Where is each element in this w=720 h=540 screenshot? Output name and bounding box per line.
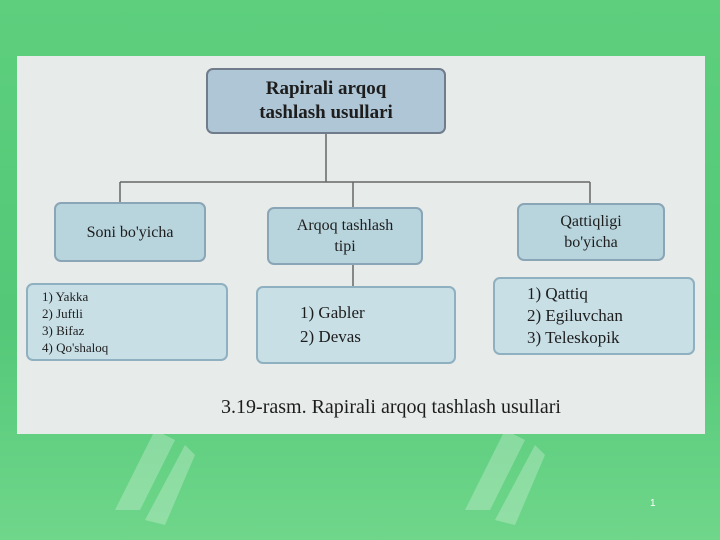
list-item: 3) Bifaz [42, 323, 85, 338]
list-item: 3) Teleskopik [527, 328, 620, 347]
root-node: Rapirali arqoq tashlash usullari [206, 68, 446, 134]
list-node-type: 1) Gabler 2) Devas [256, 286, 456, 364]
list-item: 1) Yakka [42, 289, 89, 304]
figure-panel: Rapirali arqoq tashlash usullari Soni bo… [17, 56, 705, 434]
root-title-line2: tashlash usullari [259, 102, 393, 123]
category-node-count: Soni bo'yicha [54, 202, 206, 262]
list-node-count: 1) Yakka 2) Juftli 3) Bifaz 4) Qo'shaloq [26, 283, 228, 361]
list-node-rigidity: 1) Qattiq 2) Egiluvchan 3) Teleskopik [493, 277, 695, 355]
category-title: bo'yicha [564, 234, 618, 251]
list-item: 1) Qattiq [527, 284, 588, 303]
list-item: 2) Juftli [42, 306, 83, 321]
category-title: tipi [334, 238, 356, 255]
category-node-type: Arqoq tashlash tipi [267, 207, 423, 265]
connector-lines [119, 134, 591, 286]
list-item: 1) Gabler [300, 303, 365, 322]
figure-caption: 3.19-rasm. Rapirali arqoq tashlash usull… [221, 396, 561, 418]
root-title-line1: Rapirali arqoq [265, 78, 387, 99]
list-item: 4) Qo'shaloq [42, 340, 109, 355]
list-item: 2) Devas [300, 327, 361, 346]
category-title: Soni bo'yicha [86, 223, 174, 241]
category-title: Arqoq tashlash [296, 217, 394, 234]
list-item: 2) Egiluvchan [527, 306, 623, 325]
category-node-rigidity: Qattiqligi bo'yicha [517, 203, 665, 261]
page-number: 1 [650, 498, 656, 509]
category-title: Qattiqligi [560, 213, 622, 230]
